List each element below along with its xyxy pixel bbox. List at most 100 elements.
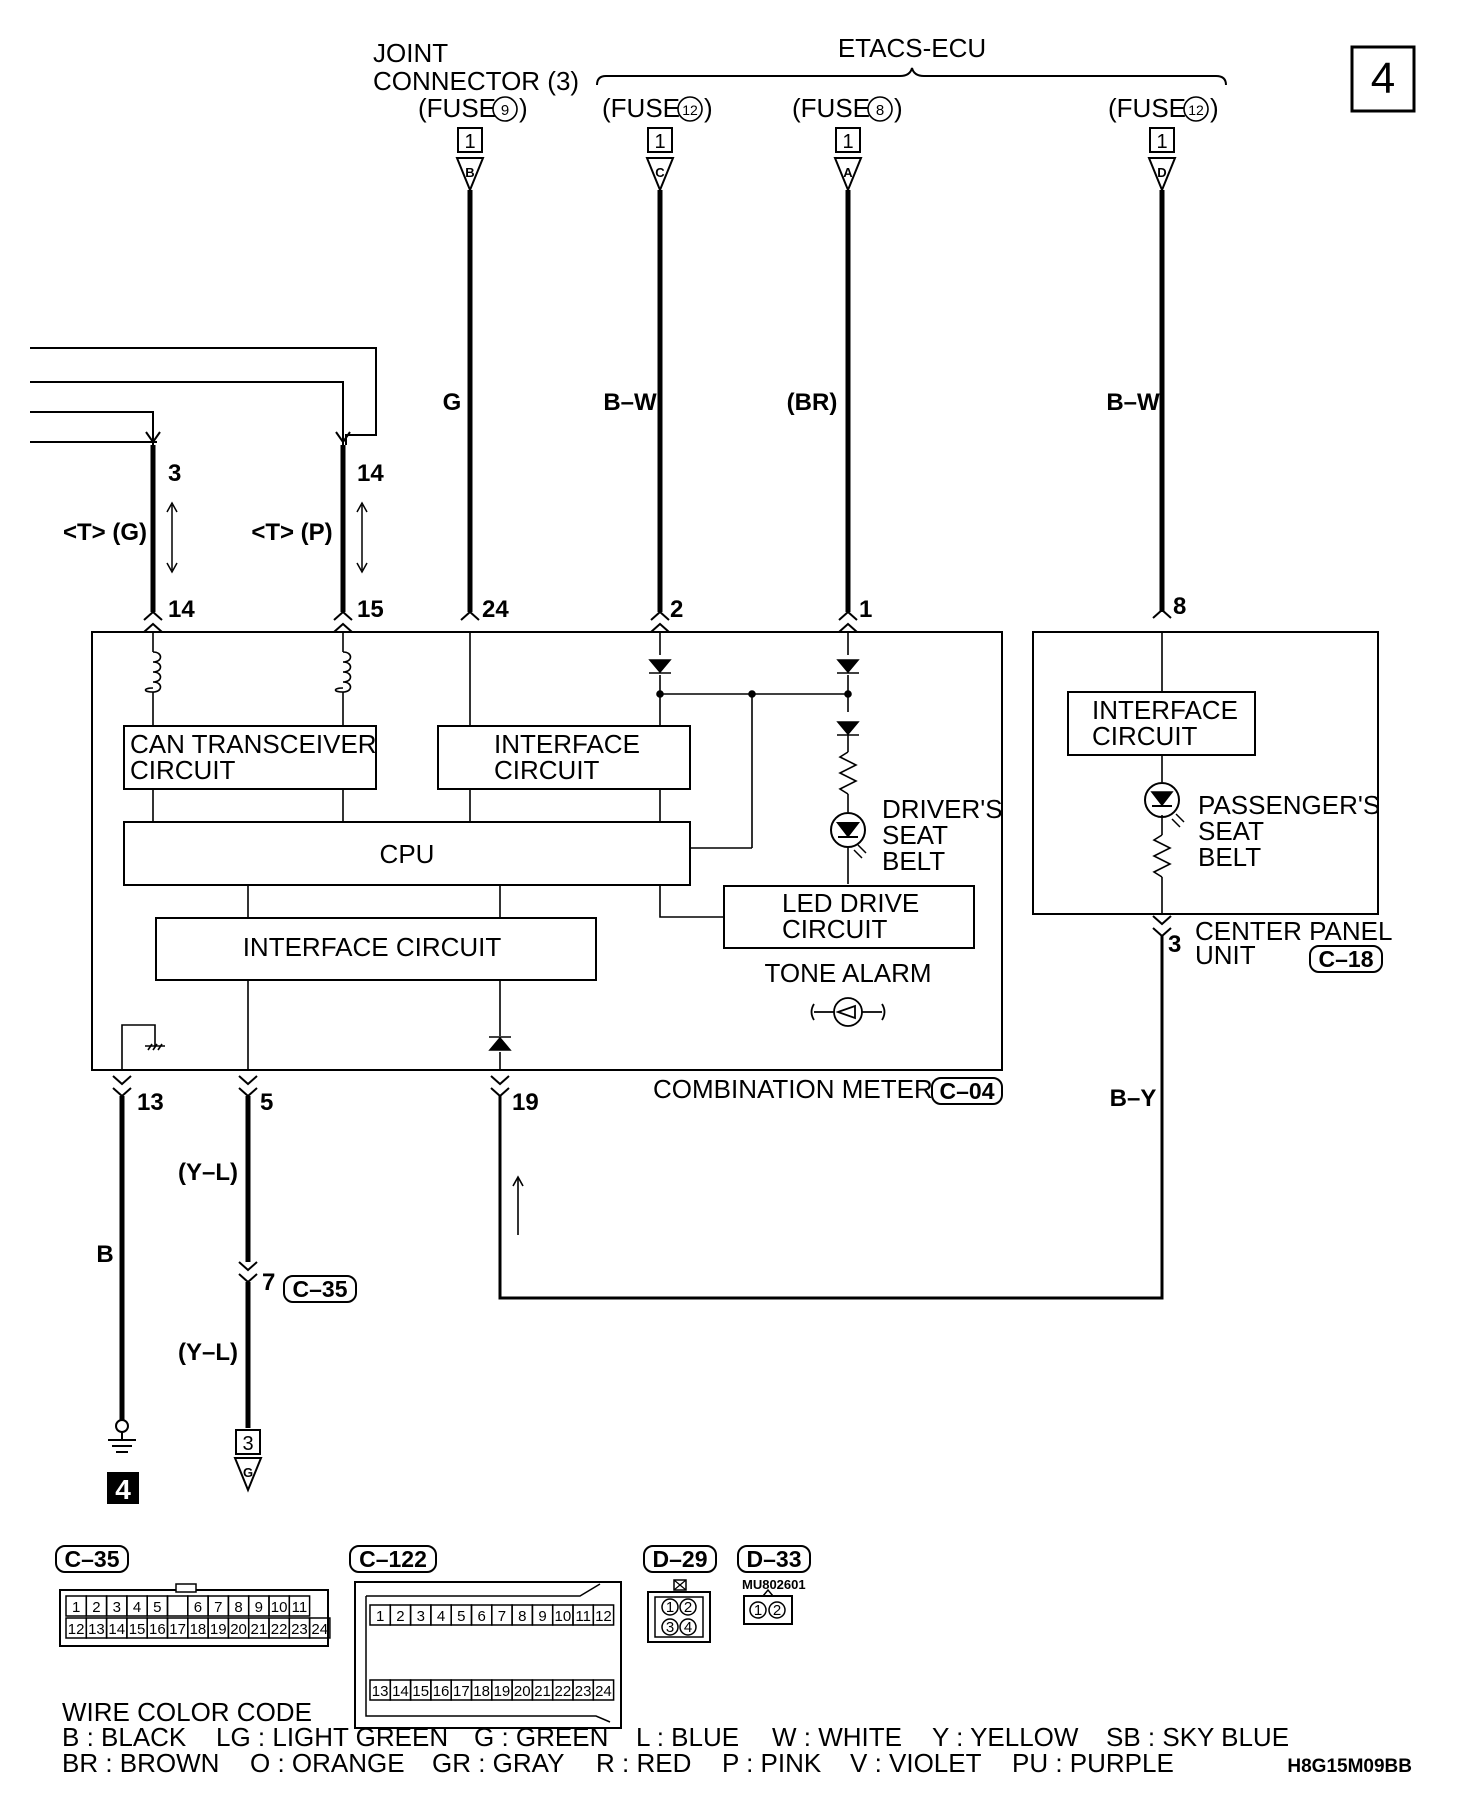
fuse-terminal-c: (FUSE 12 ) 1 C — [602, 93, 713, 193]
connector-pin-label: 17 — [169, 1621, 186, 1638]
connector-pin-cell — [592, 1604, 615, 1626]
bottom-wires — [112, 915, 1172, 1428]
svg-text:L : BLUE: L : BLUE — [636, 1722, 739, 1752]
wire-color-bw: B–W — [603, 389, 657, 416]
connector-pin-label: 3 — [666, 1619, 674, 1636]
connector-pin-cell — [661, 1618, 679, 1636]
connector-pin-label: 19 — [494, 1683, 511, 1700]
svg-text:CENTER PANEL: CENTER PANEL — [1195, 916, 1392, 946]
connector-pin-label: 1 — [72, 1599, 80, 1616]
wire-color-legend: WIRE COLOR CODE B : BLACK LG : LIGHT GRE… — [62, 1697, 1289, 1778]
passenger-seat-belt-label: PASSENGER'S SEAT BELT — [1198, 790, 1380, 872]
svg-text:13: 13 — [137, 1089, 164, 1116]
connector-pin-label: 24 — [311, 1621, 328, 1638]
connector-pin-label: 15 — [412, 1683, 429, 1700]
svg-text:G: G — [243, 1465, 253, 1480]
connector-pin-cell — [592, 1679, 615, 1701]
connector-pin-label: 8 — [234, 1599, 242, 1616]
connector-pin-label: 4 — [684, 1619, 692, 1636]
svg-text:DRIVER'S: DRIVER'S — [882, 794, 1003, 824]
joint-connector-label: JOINT CONNECTOR (3) — [373, 38, 579, 96]
svg-text:CIRCUIT: CIRCUIT — [494, 755, 600, 785]
svg-text:C–35: C–35 — [293, 1276, 348, 1302]
svg-text:INTERFACE: INTERFACE — [1092, 695, 1238, 725]
svg-text:D: D — [1157, 165, 1166, 180]
diodes — [488, 659, 860, 1051]
connector-pin-label: 2 — [396, 1608, 404, 1625]
wire-color-b: B — [96, 1241, 113, 1268]
connector-pin-label: 21 — [534, 1683, 551, 1700]
svg-text:SEAT: SEAT — [1198, 816, 1264, 846]
svg-text:): ) — [894, 93, 903, 123]
svg-text:15: 15 — [357, 596, 384, 623]
connector-pin-label: 3 — [417, 1608, 425, 1625]
svg-text:B : BLACK: B : BLACK — [62, 1722, 187, 1752]
can-transceiver-block: CAN TRANSCEIVER CIRCUIT — [123, 725, 377, 790]
svg-text:): ) — [704, 93, 713, 123]
svg-text:JOINT: JOINT — [373, 38, 448, 68]
svg-text:24: 24 — [482, 596, 509, 623]
connector-pin-label: 23 — [291, 1621, 308, 1638]
svg-text:V : VIOLET: V : VIOLET — [850, 1748, 982, 1778]
svg-text:CPU: CPU — [380, 839, 435, 869]
wire-color-g: G — [443, 389, 462, 416]
svg-text:COMBINATION METER: COMBINATION METER — [653, 1074, 933, 1104]
connector-pin-label: 10 — [271, 1599, 288, 1616]
svg-text:7: 7 — [262, 1269, 275, 1296]
led-drive-block: LED DRIVE CIRCUIT — [723, 885, 975, 949]
connector-pin-label: 9 — [255, 1599, 263, 1616]
c35-reference: C–35 — [283, 1275, 357, 1303]
svg-text:GR : GRAY: GR : GRAY — [432, 1748, 564, 1778]
connector-pin-label: 22 — [271, 1621, 288, 1638]
svg-text:(FUSE: (FUSE — [418, 93, 496, 123]
connector-pin-label: 18 — [190, 1621, 207, 1638]
svg-text:8: 8 — [1173, 593, 1186, 620]
combination-meter-box — [91, 631, 1003, 1071]
svg-text:UNIT: UNIT — [1195, 940, 1256, 970]
connector-pin-label: 4 — [133, 1599, 141, 1616]
svg-text:19: 19 — [512, 1089, 539, 1116]
connector-pin-label: 16 — [149, 1621, 166, 1638]
connector-pin-label: 18 — [473, 1683, 490, 1700]
center-panel-unit-label: CENTER PANEL UNIT C–18 — [1195, 916, 1392, 973]
svg-text:MU802601: MU802601 — [742, 1577, 806, 1592]
connector-pin-label: 3 — [113, 1599, 121, 1616]
interface-circuit-block-1: INTERFACE CIRCUIT — [437, 725, 691, 790]
svg-text:(FUSE: (FUSE — [602, 93, 680, 123]
connector-pin-label: 10 — [555, 1608, 572, 1625]
connector-pin-label: 12 — [595, 1608, 612, 1625]
svg-text:12: 12 — [682, 102, 698, 118]
page-number-box: 4 — [1350, 45, 1416, 113]
svg-text:9: 9 — [501, 102, 509, 119]
svg-text:P : PINK: P : PINK — [722, 1748, 822, 1778]
connector-pin-label: 12 — [68, 1621, 85, 1638]
connector-pin-label: 9 — [538, 1608, 546, 1625]
interface-circuit-block-2: INTERFACE CIRCUIT — [155, 917, 597, 981]
svg-text:3: 3 — [242, 1433, 253, 1455]
connector-pin-label: 21 — [251, 1621, 268, 1638]
svg-text:1: 1 — [464, 131, 475, 153]
svg-text:C–35: C–35 — [65, 1546, 120, 1572]
svg-text:CIRCUIT: CIRCUIT — [1092, 721, 1198, 751]
svg-text:14: 14 — [168, 596, 195, 623]
svg-text:INTERFACE CIRCUIT: INTERFACE CIRCUIT — [243, 932, 502, 962]
connector-pin-label: 1 — [666, 1599, 674, 1616]
interface-circuit-block-3: INTERFACE CIRCUIT — [1067, 691, 1256, 756]
connector-pin-cell — [308, 1617, 331, 1639]
svg-text:PASSENGER'S: PASSENGER'S — [1198, 790, 1380, 820]
wire-color-yl-2: (Y–L) — [178, 1339, 238, 1366]
center-panel-unit-box — [1032, 631, 1379, 915]
svg-text:): ) — [519, 93, 528, 123]
svg-text:C: C — [655, 165, 665, 180]
svg-text:CONNECTOR (3): CONNECTOR (3) — [373, 66, 579, 96]
wire-color-yl-1: (Y–L) — [178, 1159, 238, 1186]
connector-pin-cell — [288, 1595, 311, 1617]
connector-pin-label: 2 — [92, 1599, 100, 1616]
svg-text:): ) — [1210, 93, 1219, 123]
connector-pin-label: 16 — [433, 1683, 450, 1700]
